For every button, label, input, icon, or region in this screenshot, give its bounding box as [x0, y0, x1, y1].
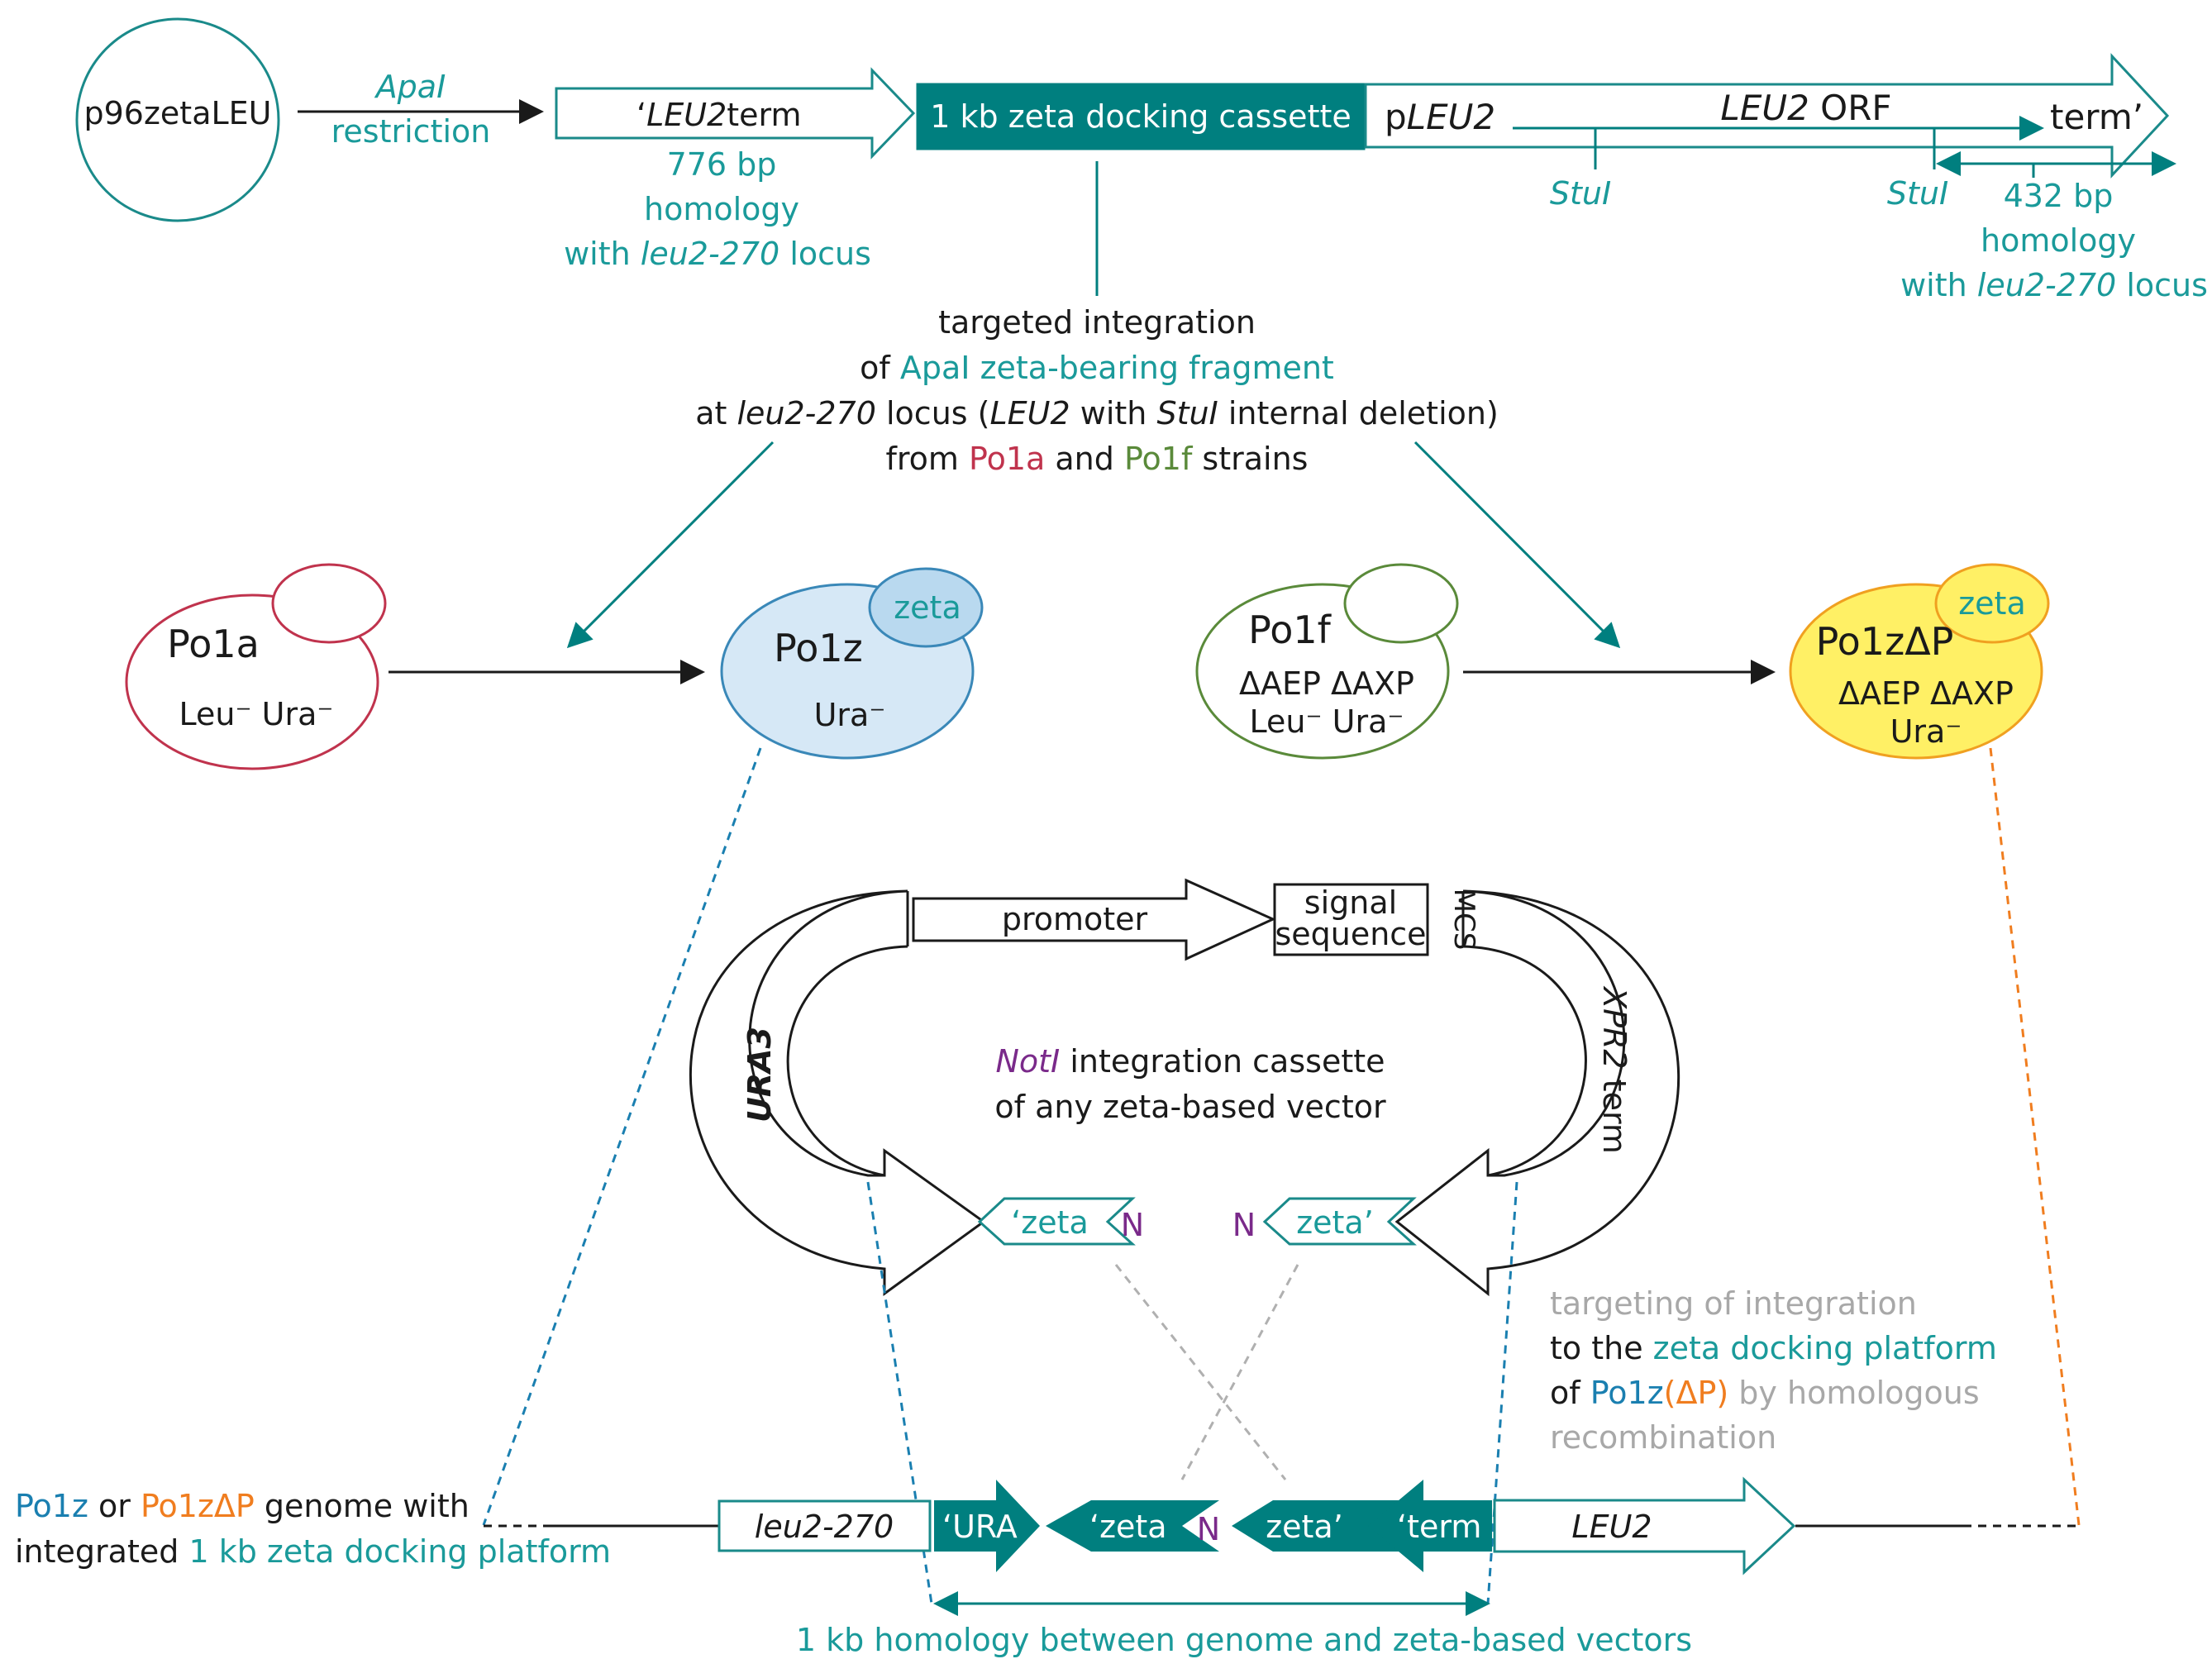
integration-line-1: targeted integration — [938, 304, 1256, 341]
crossover-line-2 — [1180, 1264, 1299, 1480]
cassette-n-right: N — [1232, 1207, 1256, 1243]
genome-zeta-left-label: ‘zeta — [1089, 1509, 1167, 1545]
stuI-label-1: StuI — [1550, 175, 1611, 212]
genome-n-mark: N — [1197, 1511, 1220, 1547]
restriction-label: restriction — [331, 113, 491, 150]
genome-ura-arrow — [934, 1480, 1040, 1572]
targeting-line-2: to the zeta docking platform — [1550, 1330, 1997, 1366]
stuI-label-2: StuI — [1887, 175, 1948, 212]
po1zdp-zeta: zeta — [1958, 585, 2026, 622]
homology-right-2: homology — [1981, 222, 2136, 259]
integration-line-3: at leu2-270 locus (LEU2 with StuI intern… — [695, 395, 1499, 431]
cassette-zeta-right-label: zeta’ — [1296, 1204, 1374, 1241]
docking-cassette-label: 1 kb zeta docking cassette — [930, 98, 1352, 135]
promoter-label: promoter — [1002, 901, 1148, 937]
ura3-label: URA3 — [741, 1027, 778, 1123]
targeting-line-1: targeting of integration — [1550, 1285, 1917, 1322]
leu2term-arrow — [555, 67, 916, 160]
po1z-bud — [868, 567, 984, 648]
genome-zeta-right-label: zeta’ — [1266, 1509, 1343, 1545]
po1z-zeta: zeta — [894, 589, 961, 626]
genome-zeta-left-arrow — [1046, 1500, 1219, 1552]
apaI-label: ApaI — [374, 69, 446, 105]
orf-label: LEU2 ORF — [1720, 88, 1891, 128]
xpr2-ring-inner — [1462, 945, 1587, 1177]
po1f-name: Po1f — [1248, 608, 1332, 652]
mcs-label: MCS — [1447, 889, 1480, 951]
genome-label-1: Po1z or Po1zΔP genome with — [15, 1488, 470, 1524]
integration-line-4: from Po1a and Po1f strains — [886, 441, 1309, 477]
signal-label-1: signal — [1304, 884, 1397, 921]
genome-term-label: ‘term — [1397, 1509, 1481, 1545]
po1f-genotype: ΔAEP ΔAXP — [1239, 665, 1414, 702]
leu2-270-label: leu2-270 — [755, 1509, 894, 1545]
homology-right-3: with leu2-270 locus — [1900, 267, 2208, 303]
po1a-bud — [271, 563, 387, 644]
cassette-n-left: N — [1121, 1207, 1144, 1243]
genome-term-arrow — [1368, 1480, 1492, 1572]
genome-ura-label: ‘URA — [942, 1509, 1018, 1545]
diag-arrow-left — [566, 441, 775, 649]
targeting-line-4: recombination — [1550, 1419, 1776, 1456]
cassette-center-1: NotI integration cassette — [995, 1043, 1385, 1080]
genome-label-2: integrated 1 kb zeta docking platform — [15, 1533, 611, 1570]
po1f-bud — [1343, 563, 1459, 644]
leu2-270-box — [717, 1499, 932, 1552]
integration-line-2: of ApaI zeta-bearing fragment — [860, 350, 1334, 386]
po1a-name: Po1a — [167, 622, 260, 666]
genome-leu2-arrow — [1493, 1476, 1796, 1576]
docking-cassette-box — [916, 83, 1366, 150]
pleu2-label: pLEU2 — [1385, 97, 1495, 137]
signal-label-2: sequence — [1275, 916, 1426, 952]
boundary-dash-left — [866, 1181, 933, 1604]
plasmid-label: p96zetaLEU — [84, 95, 272, 131]
signal-sequence-box — [1273, 883, 1429, 956]
promoter-arrow — [912, 878, 1276, 961]
genome-leu2-label: LEU2 — [1571, 1509, 1652, 1545]
homology-bottom-label: 1 kb homology between genome and zeta-ba… — [796, 1622, 1692, 1658]
plasmid-circle — [75, 17, 280, 222]
pleu2-arrow — [1364, 53, 2170, 179]
crossover-line-1 — [1114, 1264, 1287, 1480]
po1zdp-pheno: Ura⁻ — [1890, 713, 1962, 750]
po1a-pheno: Leu⁻ Ura⁻ — [179, 696, 334, 732]
po1z-pheno: Ura⁻ — [814, 697, 886, 733]
cassette-zeta-left-label: ‘zeta — [1011, 1204, 1089, 1241]
term-label: term’ — [2050, 97, 2143, 137]
po1zdp-bud — [1934, 563, 2050, 644]
boundary-dash-right — [1486, 1181, 1518, 1604]
homology-left-1: 776 bp — [667, 146, 777, 183]
homology-left-3: with leu2-270 locus — [564, 236, 871, 272]
targeting-line-3: of Po1z(ΔP) by homologous — [1550, 1375, 1980, 1411]
xpr2-label: XPR2 term — [1596, 985, 1633, 1154]
ura3-ring-arm — [689, 889, 986, 1296]
po1zdp-genotype: ΔAEP ΔAXP — [1838, 675, 2014, 712]
po1zdp-dash — [1989, 747, 2081, 1526]
po1f-pheno: Leu⁻ Ura⁻ — [1250, 703, 1404, 740]
homology-left-2: homology — [644, 191, 799, 227]
homology-right-1: 432 bp — [2004, 178, 2114, 214]
cassette-zeta-right — [1262, 1197, 1417, 1246]
po1zdp-name: Po1zΔP — [1816, 619, 1954, 664]
xpr2-ring-arm — [1394, 889, 1680, 1297]
po1z-name: Po1z — [774, 626, 863, 670]
diag-arrow-right — [1413, 441, 1621, 649]
genome-zeta-right-arrow — [1232, 1500, 1401, 1552]
ura3-ring-inner — [786, 945, 908, 1177]
cassette-center-2: of any zeta-based vector — [994, 1089, 1386, 1125]
po1z-dash — [482, 747, 762, 1526]
leu2term-label: ‘LEU2term — [636, 97, 802, 133]
cassette-zeta-left — [977, 1197, 1136, 1246]
